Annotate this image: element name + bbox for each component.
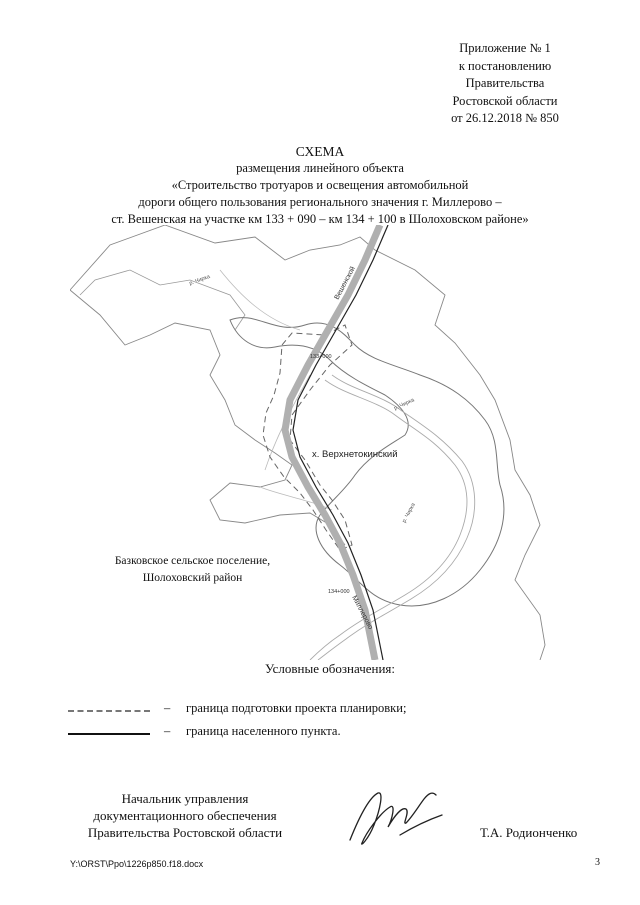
river-bank <box>317 374 476 660</box>
legend-label: граница подготовки проекта планировки; <box>186 701 407 715</box>
schema-title-block: СХЕМА размещения линейного объекта «Стро… <box>30 143 610 228</box>
km-marker-north: 133+000 <box>310 354 332 360</box>
local-road <box>219 269 333 511</box>
area-label: Базковское сельское поселение, Шолоховск… <box>90 553 295 587</box>
legend-title: Условные обозначения: <box>264 661 396 676</box>
dashed-line-swatch <box>68 710 150 712</box>
schema-title: СХЕМА <box>295 144 345 159</box>
area-label-line: Шолоховский район <box>142 572 243 584</box>
legend-label: граница населенного пункта. <box>186 724 341 738</box>
schema-subtitle-line: размещения линейного объекта <box>236 161 404 175</box>
highway-centerline <box>292 225 389 660</box>
settlement-label: х. Верхнетокинский <box>312 449 398 460</box>
handwritten-signature <box>349 792 443 845</box>
western-field-boundary <box>79 269 246 331</box>
legend-dash: – <box>164 701 171 715</box>
appendix-line: Правительства <box>465 76 545 90</box>
schema-subtitle-line: дороги общего пользования регионального … <box>138 195 502 209</box>
district-boundary <box>70 225 546 660</box>
signer-position-line: документационного обеспечения <box>93 808 277 823</box>
appendix-line: от 26.12.2018 № 850 <box>451 111 559 125</box>
signer-position-line: Правительства Ростовской области <box>87 825 283 840</box>
signer-position-line: Начальник управления <box>121 791 249 806</box>
district-boundary-west <box>70 289 346 546</box>
page-number: 3 <box>595 857 600 868</box>
appendix-line: к постановлению <box>458 58 552 73</box>
river-label-center: р. Чирка <box>393 397 416 412</box>
signer-name: Т.А. Родионченко <box>480 825 578 840</box>
appendix-header: Приложение № 1 к постановлению Правитель… <box>420 40 590 128</box>
solid-line-swatch <box>68 733 150 735</box>
legend-dash: – <box>164 724 171 738</box>
river <box>309 379 468 660</box>
schema-subtitle-line: «Строительство тротуаров и освещения авт… <box>171 178 469 192</box>
area-label-line: Базковское сельское поселение, <box>114 555 271 567</box>
planning-boundary <box>262 324 353 551</box>
appendix-line: Приложение № 1 <box>459 41 551 55</box>
site-plan-map: Вешенской Миллерово 133+000 134+000 х. В… <box>70 225 546 660</box>
settlement-boundary <box>229 317 505 607</box>
appendix-line: Ростовской области <box>452 93 558 108</box>
km-marker-south: 134+000 <box>328 589 350 595</box>
schema-subtitle-line: ст. Вешенская на участке км 133 + 090 – … <box>111 212 529 226</box>
river-label-west: р. Чирка <box>189 274 212 287</box>
signer-position: Начальник управления документационного о… <box>60 790 310 841</box>
footer-file-path: Y:\ORST\Ppo\1226p850.f18.docx <box>70 859 204 869</box>
highway <box>281 225 384 660</box>
river-label-south: р. Чирка <box>401 501 417 524</box>
